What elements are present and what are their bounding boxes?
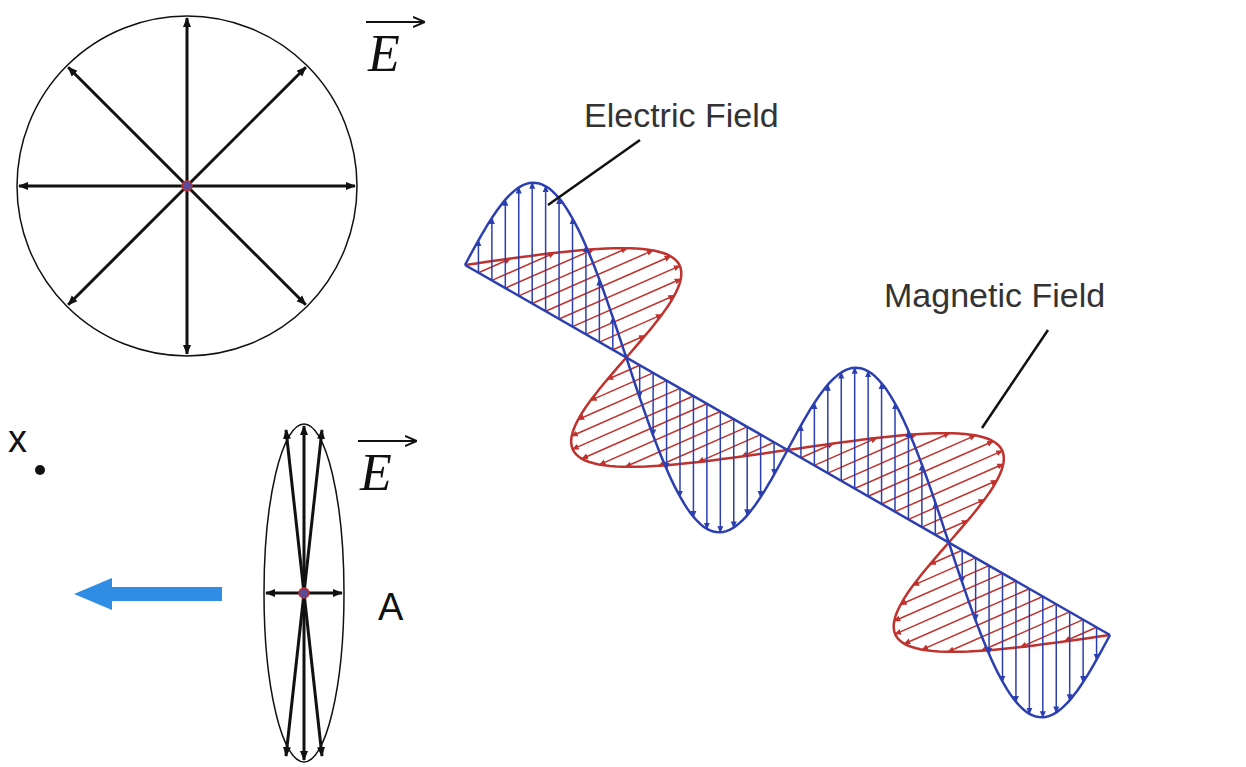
field-vector xyxy=(867,371,869,496)
field-vector xyxy=(1096,627,1098,659)
field-vector xyxy=(854,368,856,489)
wave-axis xyxy=(465,265,1110,635)
field-vector xyxy=(894,573,1002,621)
field-vector xyxy=(706,404,708,529)
field-vector xyxy=(1029,589,1031,714)
field-vector xyxy=(921,465,923,527)
field-line xyxy=(187,185,355,188)
wave-label: Magnetic Field xyxy=(884,278,1105,312)
field-line xyxy=(286,593,304,756)
field-vector xyxy=(505,200,507,288)
motion-arrow xyxy=(74,578,222,610)
field-vector xyxy=(585,246,587,334)
charge xyxy=(299,588,309,598)
field-vector xyxy=(1069,612,1071,700)
field-vector xyxy=(800,425,802,457)
field-vector xyxy=(988,566,990,654)
point-label: x xyxy=(8,420,27,458)
field-line xyxy=(187,67,306,186)
field-vector xyxy=(882,451,1003,504)
field-vector xyxy=(478,240,480,272)
point-charge-field xyxy=(17,16,357,356)
field-vector xyxy=(922,596,1043,649)
vector-arrow xyxy=(366,21,424,23)
field-vector xyxy=(895,464,1003,512)
field-symbol: E xyxy=(360,447,392,499)
field-vector xyxy=(599,280,601,343)
field-vector xyxy=(746,427,748,515)
field-symbol: E xyxy=(368,28,400,80)
magnetic-curve xyxy=(465,248,1110,652)
field-vector xyxy=(1015,581,1017,702)
field-vector xyxy=(881,383,883,504)
field-vector xyxy=(573,279,681,327)
field-vector xyxy=(855,435,976,488)
field-vector xyxy=(679,388,681,496)
field-line xyxy=(304,593,322,756)
field-vector xyxy=(894,403,896,511)
field-vector xyxy=(652,373,654,436)
field-vector xyxy=(827,385,829,473)
moving-charge-field xyxy=(264,424,344,762)
field-vector xyxy=(1042,596,1044,717)
field-vector xyxy=(573,396,694,449)
field-vector xyxy=(1056,604,1058,712)
leader-line xyxy=(548,140,640,205)
field-vector xyxy=(814,403,816,466)
field-vector xyxy=(559,266,680,319)
field-vector xyxy=(531,183,533,304)
field-line xyxy=(304,430,322,593)
field-line xyxy=(68,67,187,186)
point-dot xyxy=(35,465,45,475)
field-vector xyxy=(1002,573,1004,681)
field-line xyxy=(303,426,306,593)
leader-line xyxy=(982,330,1048,428)
field-vector xyxy=(895,581,1016,634)
field-vector xyxy=(975,558,977,621)
field-vector xyxy=(572,388,680,436)
field-vector xyxy=(773,442,775,474)
field-vector xyxy=(491,218,493,280)
charge-label: A xyxy=(378,588,403,626)
field-line xyxy=(68,186,187,305)
charge xyxy=(182,181,192,191)
field-vector xyxy=(572,218,574,326)
field-vector xyxy=(841,373,843,481)
electric-field-wave xyxy=(465,183,1110,717)
field-vector xyxy=(666,381,668,469)
wave-label: Electric Field xyxy=(584,98,779,132)
field-vector xyxy=(1082,620,1084,683)
em-wave xyxy=(465,183,1110,717)
field-vector xyxy=(760,435,762,498)
field-line xyxy=(303,593,306,760)
vector-arrow xyxy=(358,440,416,442)
field-vector xyxy=(600,411,721,464)
field-vector xyxy=(908,431,910,519)
magnetic-field-wave xyxy=(465,248,1110,652)
field-vector xyxy=(720,411,722,532)
field-vector xyxy=(733,419,735,527)
field-line xyxy=(286,430,304,593)
electric-curve xyxy=(465,183,1110,717)
field-vector xyxy=(693,396,695,517)
field-vector xyxy=(545,186,547,311)
field-vector xyxy=(558,198,560,319)
field-line xyxy=(186,186,189,354)
field-vector xyxy=(532,250,653,303)
field-line xyxy=(19,185,187,188)
field-line xyxy=(186,18,189,186)
field-line xyxy=(187,186,306,305)
field-vector xyxy=(518,188,520,296)
